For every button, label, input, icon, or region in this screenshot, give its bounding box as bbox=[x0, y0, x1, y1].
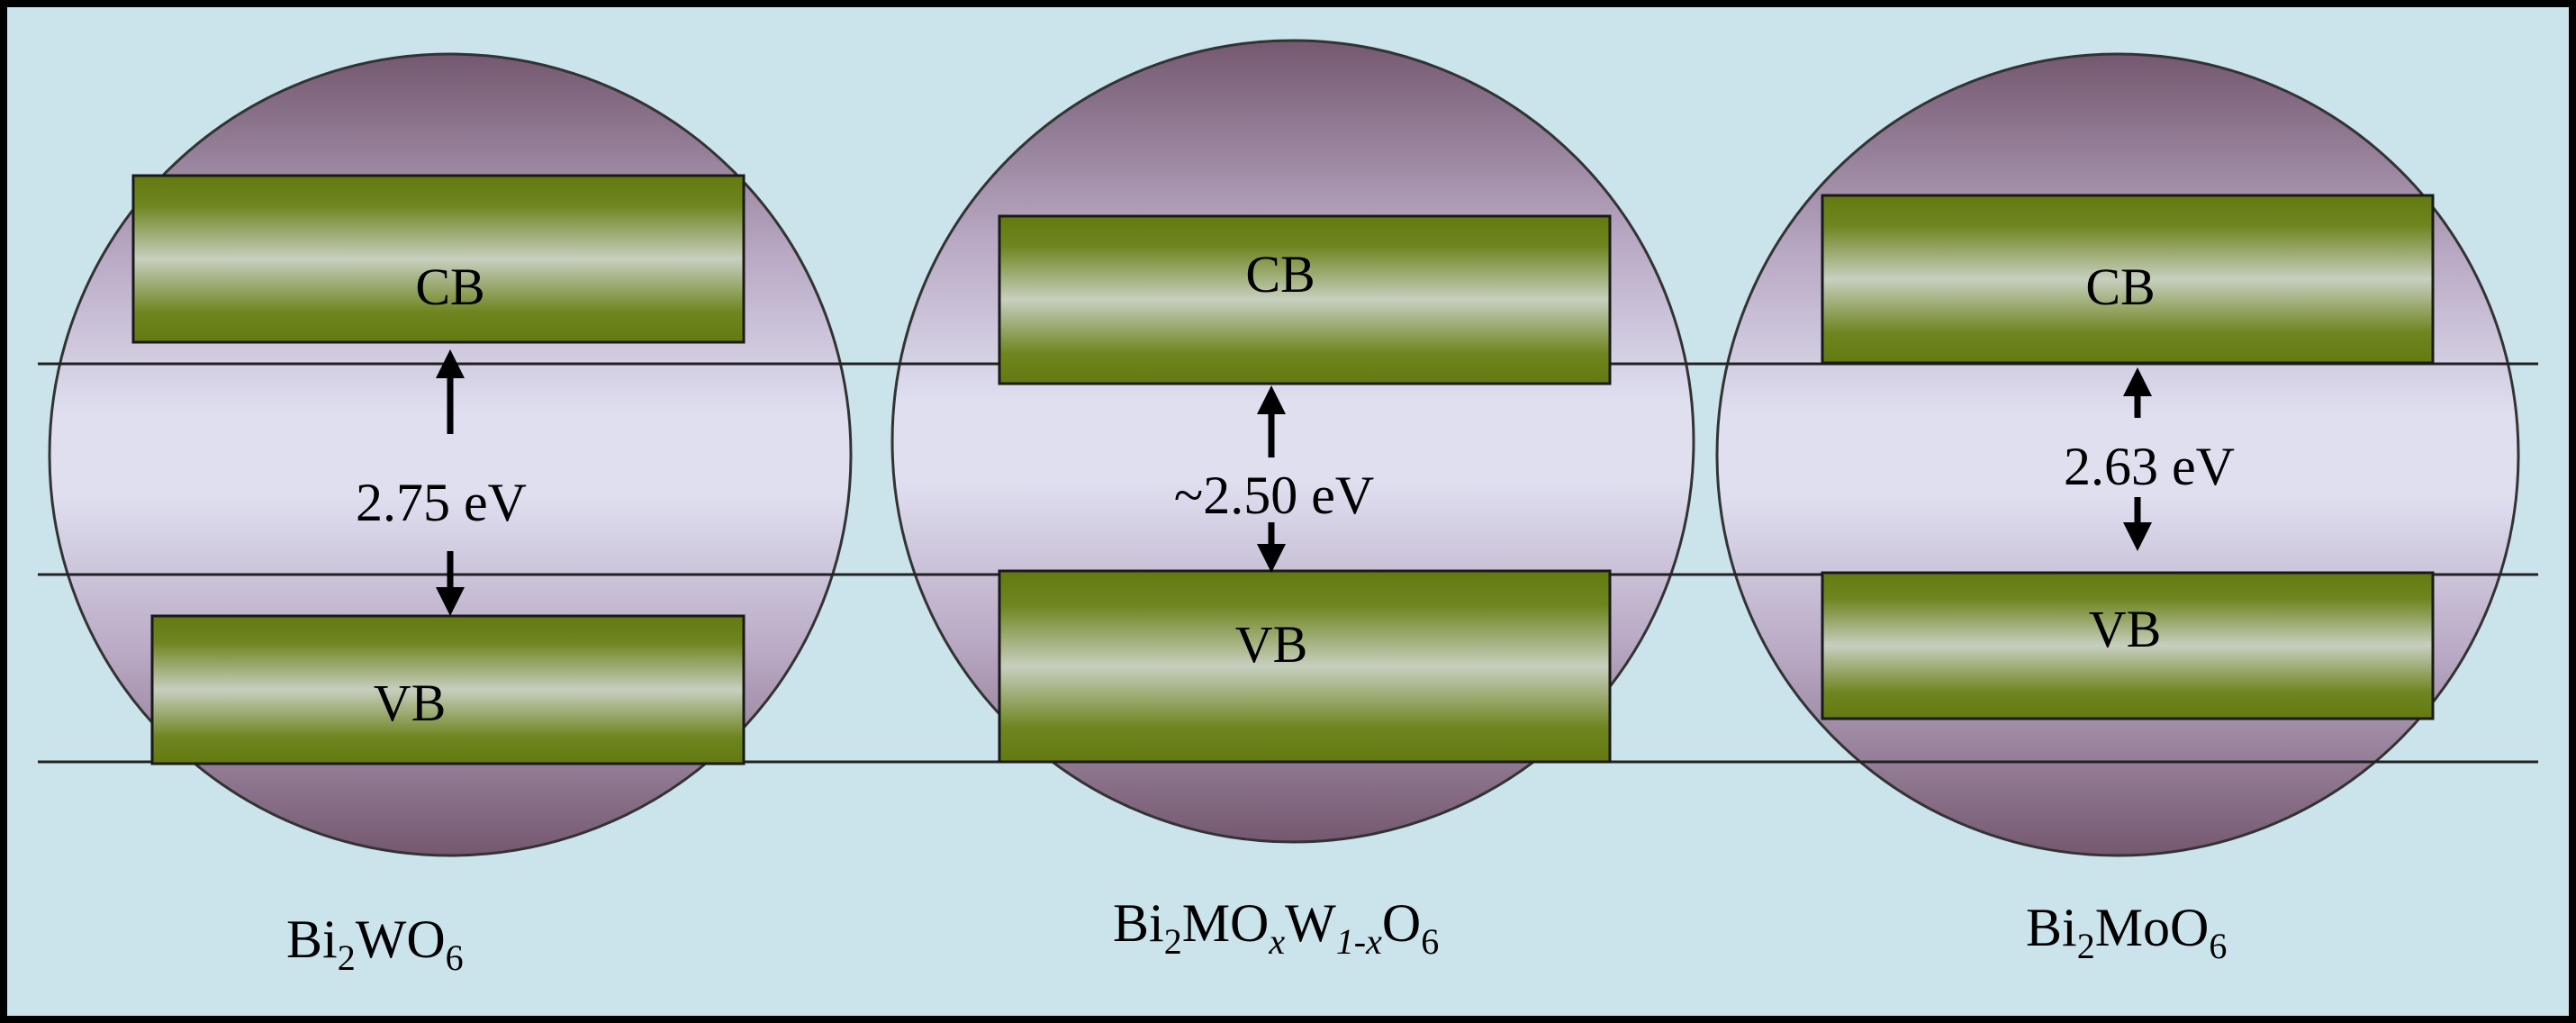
valence-band bbox=[150, 614, 746, 765]
formula-label: Bi2WO6 bbox=[286, 910, 464, 978]
vb-label: VB bbox=[2089, 600, 2162, 658]
arrow-up-head bbox=[436, 349, 465, 378]
band-gap-label: 2.63 eV bbox=[2064, 437, 2235, 496]
formula-label: Bi2MOxW1-xO6 bbox=[1113, 893, 1439, 962]
vb-label: VB bbox=[1235, 615, 1308, 674]
conduction-band bbox=[131, 174, 746, 344]
valence-band bbox=[1821, 571, 2435, 720]
formula-label: Bi2MoO6 bbox=[2026, 898, 2227, 966]
vb-label: VB bbox=[374, 674, 447, 732]
band-gap-label: 2.75 eV bbox=[356, 473, 527, 532]
arrow-down-head bbox=[1257, 544, 1286, 573]
cb-label: CB bbox=[415, 258, 484, 316]
arrow-up-head bbox=[2123, 367, 2152, 396]
conduction-band bbox=[1821, 194, 2435, 365]
material-bi2moo6: CB VB 2.63 eV Bi2MoO6 bbox=[1821, 194, 2435, 966]
cb-label: CB bbox=[1245, 245, 1315, 303]
arrow-down-head bbox=[2123, 522, 2152, 551]
material-bi2wo6: CB VB 2.75 eV Bi2WO6 bbox=[131, 174, 746, 978]
valence-band bbox=[998, 569, 1612, 764]
material-bi2moxw1xo6: CB VB ~2.50 eV Bi2MOxW1-xO6 bbox=[998, 214, 1612, 962]
arrow-down-head bbox=[436, 587, 465, 616]
cb-label: CB bbox=[2085, 258, 2155, 316]
conduction-band bbox=[998, 214, 1612, 385]
arrow-up-head bbox=[1257, 385, 1286, 414]
band-gap-label: ~2.50 eV bbox=[1174, 466, 1374, 525]
